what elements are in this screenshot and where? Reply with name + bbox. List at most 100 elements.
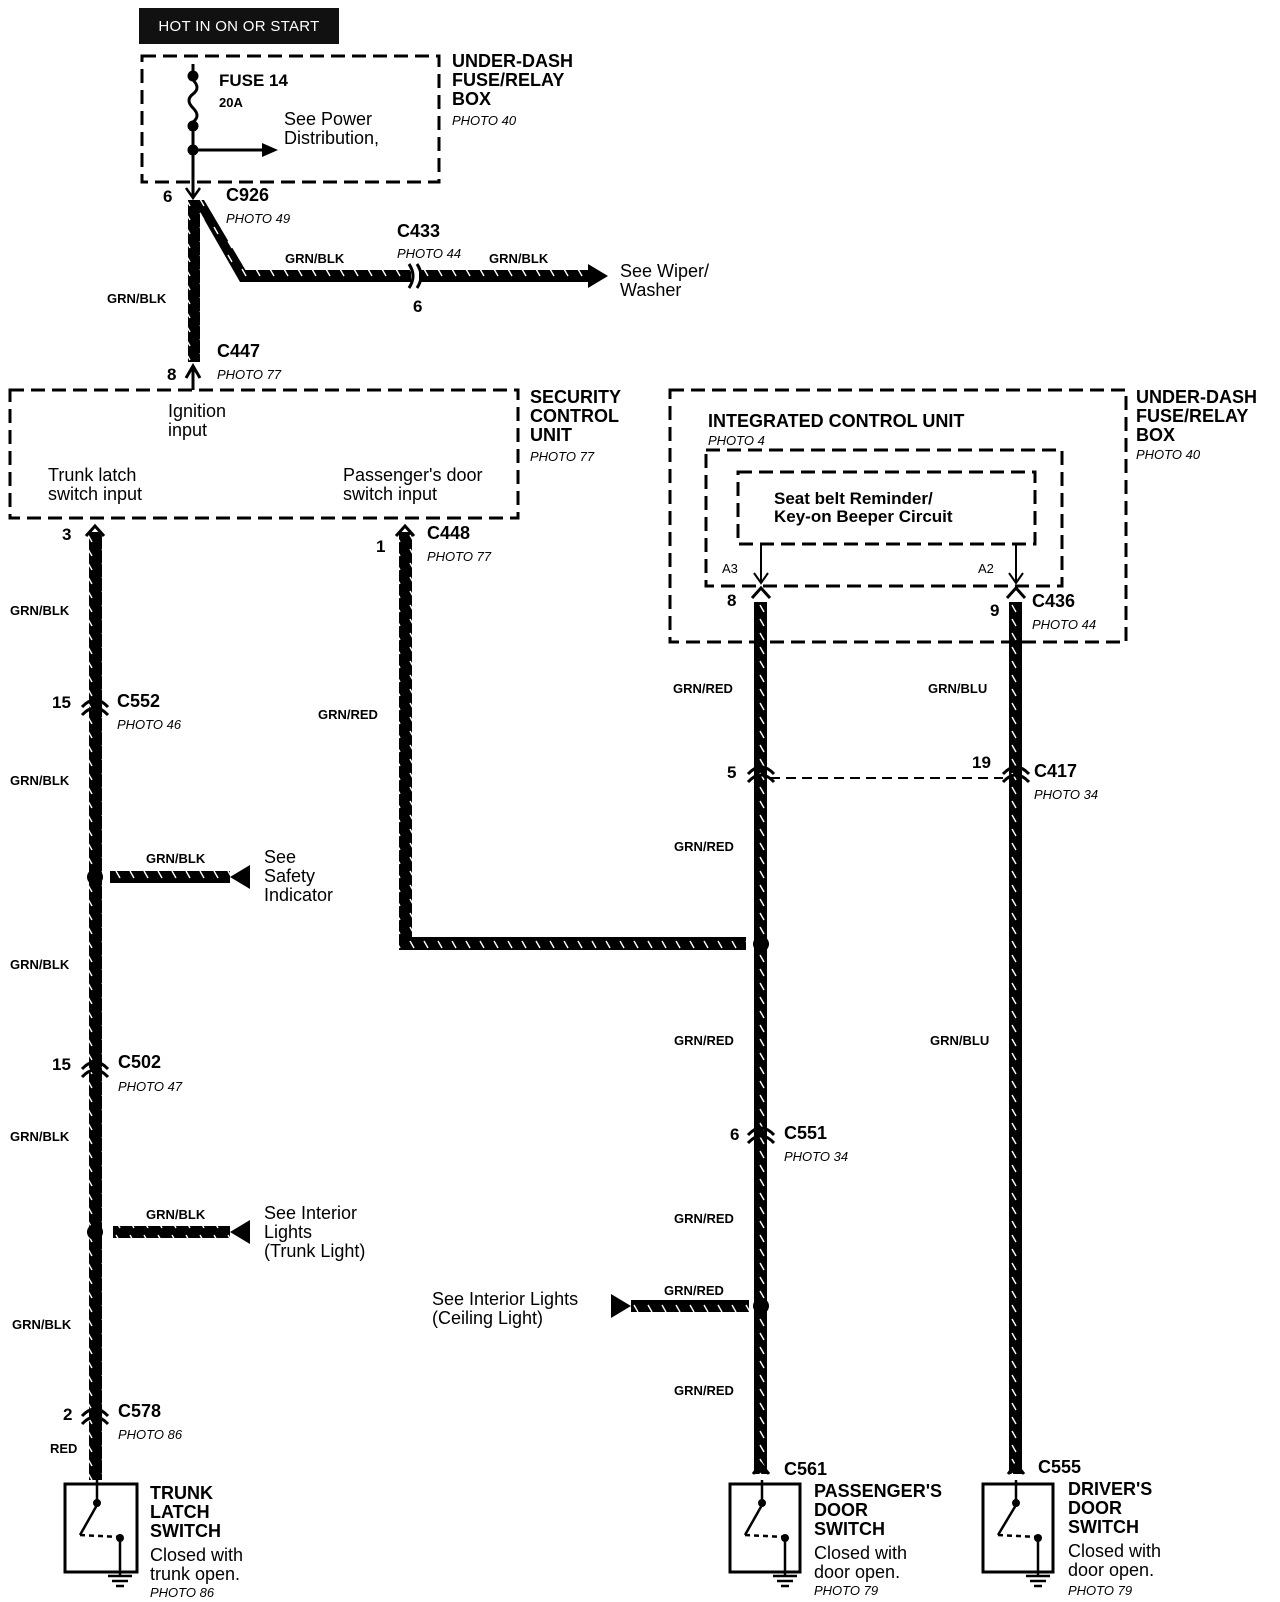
trunk-light-ref: See Interior Lights (Trunk Light) [264, 1203, 366, 1261]
ceiling-light-arrow [611, 1294, 631, 1318]
trunk-switch-photo: PHOTO 86 [150, 1585, 215, 1600]
wire-label-grn-red-4: GRN/RED [674, 1033, 734, 1048]
c926-pin: 6 [163, 187, 173, 206]
fuse-box-top-title: UNDER-DASH FUSE/RELAY BOX [452, 51, 573, 109]
c436-pin-9: 9 [990, 601, 1000, 620]
trunk-light-arrow [230, 1220, 250, 1244]
c551-pin: 6 [730, 1125, 740, 1144]
fuse-name: FUSE 14 [219, 71, 288, 90]
wire-label-grn-red-2: GRN/RED [673, 681, 733, 696]
c436-name: C436 [1032, 591, 1076, 611]
wire-label-grn-red-3: GRN/RED [674, 839, 734, 854]
fuse-symbol [187, 64, 262, 196]
splice-safety [87, 869, 103, 885]
trunk-switch-title: TRUNK LATCH SWITCH [150, 1483, 221, 1541]
driver-switch-desc: Closed with door open. [1068, 1541, 1162, 1580]
c502-photo: PHOTO 47 [118, 1079, 183, 1094]
wire-grn-blu-column [1009, 602, 1022, 1474]
wire-label-grn-blk-6: GRN/BLK [146, 851, 206, 866]
driver-switch-title: DRIVER'S DOOR SWITCH [1068, 1479, 1153, 1537]
icu-outline [704, 448, 1064, 588]
icu-photo: PHOTO 4 [708, 433, 765, 448]
c555-connector [1006, 1461, 1026, 1475]
wire-door-input-horizontal [399, 937, 746, 950]
wiper-arrow [588, 264, 608, 288]
icu-pin-a3: A3 [722, 561, 738, 576]
fuse-box-top-outline [140, 54, 441, 184]
wire-label-grn-blk-7: GRN/BLK [10, 957, 70, 972]
security-unit-outline [8, 388, 520, 520]
wire-label-grn-blk-4: GRN/BLK [10, 603, 70, 618]
c551-photo: PHOTO 34 [784, 1149, 849, 1164]
beeper-circuit-label: Seat belt Reminder/ Key-on Beeper Circui… [774, 489, 953, 526]
c436-a2-connector [1005, 585, 1027, 600]
safety-arrow [230, 865, 250, 889]
wire-door-input-vertical [399, 532, 412, 950]
c447-name: C447 [217, 341, 261, 361]
trunk-latch-input-label: Trunk latch switch input [48, 465, 143, 504]
wire-c433-wiper [419, 270, 588, 282]
c578-name: C578 [118, 1401, 162, 1421]
c417-left-connector [746, 765, 776, 784]
wire-label-grn-red-5: GRN/RED [674, 1211, 734, 1226]
c448-name: C448 [427, 523, 471, 543]
c551-name: C551 [784, 1123, 828, 1143]
wire-trunk-light-ref [113, 1226, 230, 1238]
splice-trunk-light [87, 1224, 103, 1240]
ignition-input-label: Ignition input [168, 401, 227, 440]
passenger-switch-box [728, 1482, 802, 1574]
c502-connector [80, 1060, 110, 1079]
safety-indicator-ref: See Safety Indicator [264, 847, 334, 905]
c502-pin: 15 [52, 1055, 71, 1074]
fuse-box-right-photo: PHOTO 40 [1136, 447, 1201, 462]
c436-pin-8: 8 [727, 591, 737, 610]
fuse-box-right-title: UNDER-DASH FUSE/RELAY BOX [1136, 387, 1257, 445]
c417-photo: PHOTO 34 [1034, 787, 1099, 802]
c561-name: C561 [784, 1459, 828, 1479]
c561-connector [751, 1461, 771, 1475]
wire-label-grn-blk-3: GRN/BLK [107, 291, 167, 306]
security-unit-title: SECURITY CONTROL UNIT [530, 387, 622, 445]
wire-label-grn-blk-5: GRN/BLK [10, 773, 70, 788]
driver-switch-photo: PHOTO 79 [1068, 1583, 1133, 1598]
wire-label-grn-red-7: GRN/RED [674, 1383, 734, 1398]
security-unit-photo: PHOTO 77 [530, 449, 595, 464]
wire-to-c433 [240, 270, 411, 282]
c926-photo: PHOTO 49 [226, 211, 291, 226]
power-distribution-note: See Power Distribution, [284, 109, 380, 148]
ground-symbols [108, 1560, 1050, 1588]
c551-connector [746, 1126, 776, 1145]
driver-switch-box [981, 1482, 1055, 1574]
c448-pin-3: 3 [62, 525, 72, 544]
ceiling-light-ref: See Interior Lights (Ceiling Light) [432, 1289, 579, 1328]
icu-title: INTEGRATED CONTROL UNIT [708, 411, 965, 431]
power-dist-arrow [262, 143, 278, 157]
fuse-rating: 20A [219, 95, 243, 110]
wire-label-red: RED [50, 1441, 78, 1456]
icu-pin-a2: A2 [978, 561, 994, 576]
wire-label-grn-blk-8: GRN/BLK [10, 1129, 70, 1144]
fuse-box-right-outline [668, 388, 1128, 644]
c436-a3-connector [750, 585, 772, 600]
c447-pin: 8 [167, 365, 177, 384]
c417-right-connector [1001, 765, 1031, 784]
c552-pin: 15 [52, 693, 71, 712]
wire-label-grn-red-6: GRN/RED [664, 1283, 724, 1298]
wire-c926-branch [193, 200, 249, 282]
c578-pin: 2 [63, 1405, 73, 1424]
passenger-door-input-label: Passenger's door switch input [343, 465, 483, 504]
c436-photo: PHOTO 44 [1032, 617, 1097, 632]
c433-photo: PHOTO 44 [397, 246, 462, 261]
c552-name: C552 [117, 691, 161, 711]
c433-pin: 6 [413, 297, 423, 316]
c578-photo: PHOTO 86 [118, 1427, 183, 1442]
c926-top-marker [184, 187, 202, 201]
c417-pin-5: 5 [727, 763, 737, 782]
wire-label-grn-blk-10: GRN/BLK [12, 1317, 72, 1332]
wire-grn-red-column [754, 602, 767, 1474]
c552-connector [80, 698, 110, 717]
c433-connector [407, 263, 423, 289]
trunk-switch-box [63, 1482, 139, 1574]
wire-label-grn-blk-1: GRN/BLK [285, 251, 345, 266]
